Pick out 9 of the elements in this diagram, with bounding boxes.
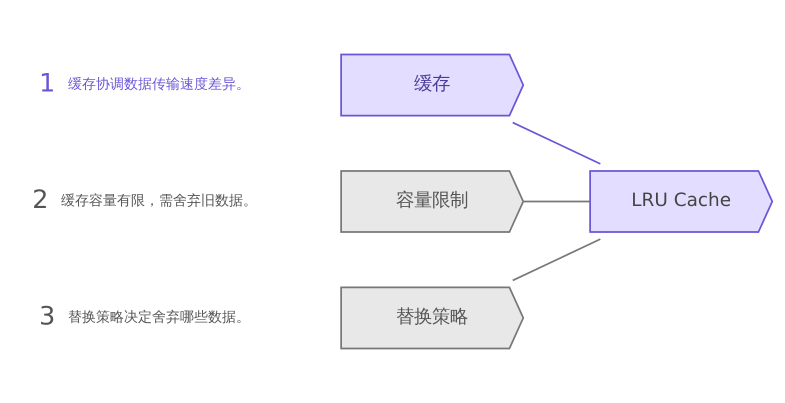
node-label: 2 <box>32 184 48 214</box>
connector <box>522 200 590 202</box>
node-label: 缓存协调数据传输速度差异。 <box>67 76 250 93</box>
node-label: 替换策略决定舍弃哪些数据。 <box>67 310 250 326</box>
node-label: 1 <box>38 68 55 98</box>
node-label: 缓存容量有限，需舍弃旧数据。 <box>60 193 257 210</box>
connector <box>512 122 600 165</box>
node-label: 3 <box>38 300 55 330</box>
connector <box>512 238 600 282</box>
